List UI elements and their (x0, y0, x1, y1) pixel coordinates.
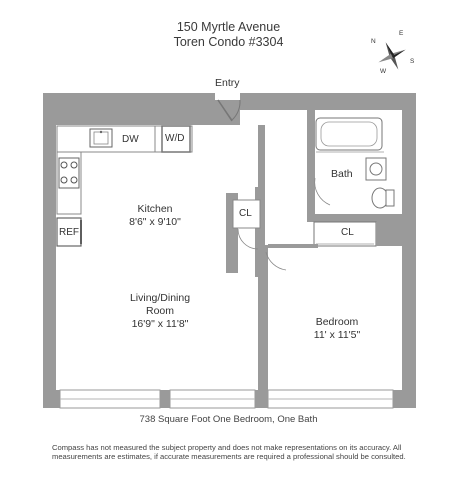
compass-w-label: W (380, 68, 387, 75)
unit-title: Toren Condo #3304 (173, 35, 284, 49)
compass-s-label: S (410, 58, 415, 65)
living-label-line2: Room (145, 305, 174, 317)
refrigerator (56, 217, 82, 247)
bath-wall (307, 214, 402, 222)
bath-wall (376, 222, 402, 246)
closet-1-label: CL (239, 208, 252, 219)
closet-wall (268, 244, 318, 248)
bath-wall (307, 110, 315, 220)
closet-1 (232, 199, 261, 229)
exterior-wall (43, 93, 416, 408)
compass-n-label: N (371, 38, 376, 45)
compass-e-label: E (399, 30, 404, 37)
bath-vanity (365, 157, 387, 181)
closet-2-label: CL (341, 227, 354, 238)
kitchen-label: Kitchen (137, 203, 173, 215)
kitchen-dimensions: 8'6" x 9'10" (129, 216, 181, 228)
interior-wall (258, 125, 265, 190)
bathtub (315, 117, 383, 151)
bedroom-wall (258, 245, 268, 390)
dishwasher-label: DW (122, 134, 139, 145)
kitchen-sink (89, 128, 113, 148)
bedroom-dimensions: 11' x 11'5" (313, 329, 361, 341)
disclaimer-text: Compass has not measured the subject pro… (52, 443, 406, 462)
bedroom-label: Bedroom (315, 316, 359, 328)
living-dimensions: 16'9" x 11'8" (131, 318, 189, 330)
compass-icon (378, 42, 406, 70)
entry-label: Entry (215, 77, 240, 89)
refrigerator-label: REF (59, 227, 79, 238)
washer-dryer (161, 125, 191, 153)
living-label-line1: Living/Dining (129, 292, 191, 304)
address-title: 150 Myrtle Avenue (176, 20, 281, 34)
bath-label: Bath (331, 168, 353, 180)
plan-caption: 738 Square Foot One Bedroom, One Bath (139, 414, 318, 425)
washer-dryer-label: W/D (165, 133, 185, 144)
stove (58, 157, 80, 189)
interior-wall (255, 187, 265, 277)
